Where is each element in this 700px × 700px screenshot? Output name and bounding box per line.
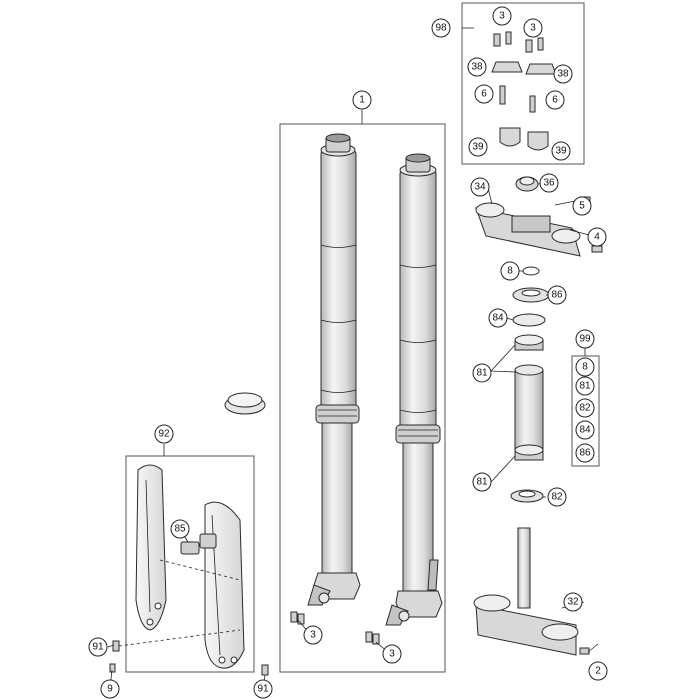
callout-label: 98 bbox=[435, 23, 447, 34]
callout-6-left: 6 bbox=[474, 84, 494, 104]
callout-84: 84 bbox=[488, 308, 508, 328]
callout-kit-8: 8 bbox=[575, 357, 595, 377]
upper-triple-clamp bbox=[475, 196, 603, 257]
callout-34: 34 bbox=[470, 177, 490, 197]
clamp-kit-frame bbox=[461, 2, 585, 165]
fork-guard-right bbox=[204, 501, 245, 669]
dust-seal-lower bbox=[510, 489, 544, 503]
callout-36: 36 bbox=[539, 173, 559, 193]
fork-guard-left bbox=[135, 464, 167, 631]
callout-kit-86: 86 bbox=[575, 443, 595, 463]
callout-label: 32 bbox=[567, 597, 579, 608]
callout-4: 4 bbox=[587, 227, 607, 247]
callout-label: 1 bbox=[359, 95, 365, 106]
callout-8: 8 bbox=[500, 261, 520, 281]
callout-label: 39 bbox=[472, 142, 484, 153]
callout-label: 6 bbox=[552, 95, 558, 106]
callout-3-fork-left: 3 bbox=[303, 625, 323, 645]
callout-91-left: 91 bbox=[88, 637, 108, 657]
callout-label: 84 bbox=[579, 425, 591, 436]
o-ring bbox=[522, 266, 540, 276]
callout-label: 8 bbox=[582, 362, 588, 373]
lower-triple-clamp bbox=[473, 527, 590, 656]
callout-98: 98 bbox=[431, 18, 451, 38]
bearing-lower bbox=[514, 444, 544, 461]
callout-9: 9 bbox=[100, 679, 120, 699]
callout-39-left: 39 bbox=[468, 137, 488, 157]
callout-label: 91 bbox=[92, 642, 104, 653]
callout-label: 81 bbox=[476, 368, 488, 379]
callout-label: 9 bbox=[107, 684, 113, 695]
callout-label: 38 bbox=[471, 62, 483, 73]
callout-81-lower: 81 bbox=[472, 472, 492, 492]
callout-38-left: 38 bbox=[467, 57, 487, 77]
callout-3-kit-right: 3 bbox=[523, 18, 543, 38]
callout-label: 38 bbox=[557, 69, 569, 80]
callout-label: 2 bbox=[595, 666, 601, 677]
fork-leg-left bbox=[307, 133, 361, 606]
fork-leg-right bbox=[385, 153, 443, 626]
guard-bolt-right bbox=[261, 664, 269, 676]
callout-81-upper: 81 bbox=[472, 363, 492, 383]
callout-kit-82: 82 bbox=[575, 398, 595, 418]
dust-seal-upper bbox=[512, 287, 550, 303]
callout-1: 1 bbox=[352, 90, 372, 110]
callout-82: 82 bbox=[547, 487, 567, 507]
callout-label: 4 bbox=[594, 232, 600, 243]
axle-clamp-bolts-right bbox=[365, 631, 380, 645]
brake-line-clip bbox=[180, 533, 217, 555]
callout-label: 92 bbox=[158, 429, 170, 440]
callout-label: 82 bbox=[579, 403, 591, 414]
clamp-kit-parts bbox=[491, 31, 557, 151]
callout-label: 5 bbox=[579, 201, 585, 212]
callout-label: 3 bbox=[389, 649, 395, 660]
callout-kit-81: 81 bbox=[575, 376, 595, 396]
callout-6-right: 6 bbox=[545, 90, 565, 110]
callout-86: 86 bbox=[547, 285, 567, 305]
callout-32: 32 bbox=[563, 592, 583, 612]
fork-guard-frame bbox=[125, 455, 255, 673]
callout-label: 34 bbox=[474, 182, 486, 193]
callout-92: 92 bbox=[154, 424, 174, 444]
callout-label: 86 bbox=[579, 448, 591, 459]
axle-clamp-bolts-left bbox=[290, 611, 305, 625]
callout-label: 3 bbox=[310, 630, 316, 641]
callout-99: 99 bbox=[575, 329, 595, 349]
callout-3-fork-right: 3 bbox=[382, 644, 402, 664]
steering-nut bbox=[515, 176, 539, 192]
callout-label: 36 bbox=[543, 178, 555, 189]
callout-label: 82 bbox=[551, 492, 563, 503]
callout-label: 85 bbox=[174, 524, 186, 535]
callout-label: 84 bbox=[492, 313, 504, 324]
callout-85: 85 bbox=[170, 519, 190, 539]
fork-seal-ring bbox=[224, 392, 266, 415]
callout-39-right: 39 bbox=[551, 141, 571, 161]
callout-2: 2 bbox=[588, 661, 608, 681]
callout-label: 91 bbox=[257, 684, 269, 695]
callout-label: 39 bbox=[555, 146, 567, 157]
callout-label: 86 bbox=[551, 290, 563, 301]
callout-label: 3 bbox=[499, 11, 505, 22]
callout-5: 5 bbox=[572, 196, 592, 216]
callout-label: 6 bbox=[481, 89, 487, 100]
bearing-kit-frame bbox=[571, 355, 600, 467]
callout-label: 99 bbox=[579, 334, 591, 345]
callout-label: 81 bbox=[579, 381, 591, 392]
callout-kit-84: 84 bbox=[575, 420, 595, 440]
steering-head-tube bbox=[514, 364, 544, 451]
bearing-upper bbox=[514, 334, 544, 351]
callout-91-right: 91 bbox=[253, 679, 273, 699]
bearing-race-upper bbox=[512, 313, 546, 327]
callout-label: 81 bbox=[476, 477, 488, 488]
callout-label: 8 bbox=[507, 266, 513, 277]
callout-label: 3 bbox=[530, 23, 536, 34]
fork-assembly-frame bbox=[279, 123, 446, 673]
callout-3-kit-left: 3 bbox=[492, 6, 512, 26]
callout-38-right: 38 bbox=[553, 64, 573, 84]
